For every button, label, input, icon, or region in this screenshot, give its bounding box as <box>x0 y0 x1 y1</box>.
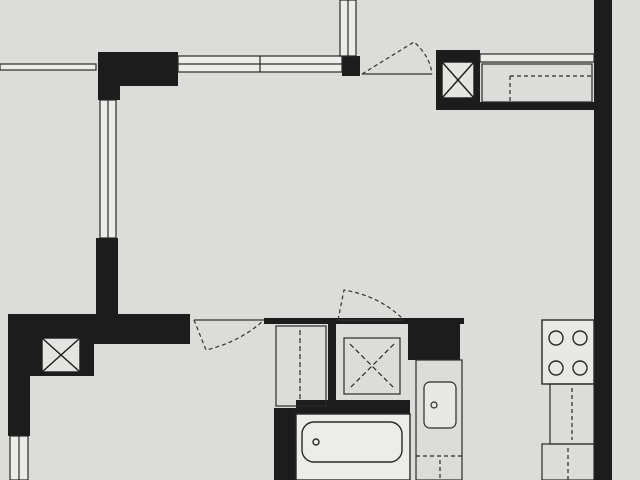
bathtub-basin <box>301 421 403 463</box>
wall-bath-divider <box>328 324 336 414</box>
wall-bath-horizontal <box>296 400 410 414</box>
bathtub <box>295 413 411 480</box>
burner-2 <box>572 330 588 346</box>
burner-3 <box>548 360 564 376</box>
wall-top-right <box>480 102 594 110</box>
bathtub-outline <box>295 413 411 480</box>
closet-diagonal-1 <box>349 343 395 389</box>
door-bath-swing <box>193 319 265 351</box>
wall-bath-top <box>264 318 464 324</box>
closet-outline <box>343 337 401 395</box>
kitchen-counter <box>541 383 595 480</box>
wall-left-lower <box>8 344 30 436</box>
doors <box>193 41 433 351</box>
wall-column-top-left <box>98 52 178 86</box>
wall-left-vertical <box>96 238 118 318</box>
duct-shaft-left-x2 <box>41 337 81 373</box>
sink-basin <box>423 381 457 429</box>
window-top-left <box>0 63 97 71</box>
counter-top-right <box>481 63 593 103</box>
burner-1 <box>548 330 564 346</box>
burner-4 <box>572 360 588 376</box>
exterior-wall-right <box>594 0 612 480</box>
window-right-top <box>479 53 595 63</box>
wall-left-upper <box>98 86 120 100</box>
bathtub-drain <box>312 438 320 446</box>
vanity <box>415 359 463 480</box>
closet-diagonal-2 <box>349 343 395 389</box>
cooktop <box>541 319 595 385</box>
windows <box>0 0 595 480</box>
door-entry-swing <box>361 41 433 75</box>
wall-bath-left <box>274 408 296 480</box>
counter-segment-2 <box>541 443 595 480</box>
vanity-outline <box>415 359 463 480</box>
counter-outline <box>481 63 593 103</box>
duct-shaft-top-x2 <box>441 61 475 99</box>
closet <box>275 325 401 407</box>
walls <box>8 0 612 480</box>
wall-block-small <box>342 56 360 76</box>
closet-shelf-left <box>275 325 327 407</box>
cooktop-outline <box>541 319 595 385</box>
wall-block-right <box>408 318 460 360</box>
duct-shafts <box>41 61 475 373</box>
sink-drain <box>430 401 438 409</box>
door-closet-swing <box>337 289 405 321</box>
